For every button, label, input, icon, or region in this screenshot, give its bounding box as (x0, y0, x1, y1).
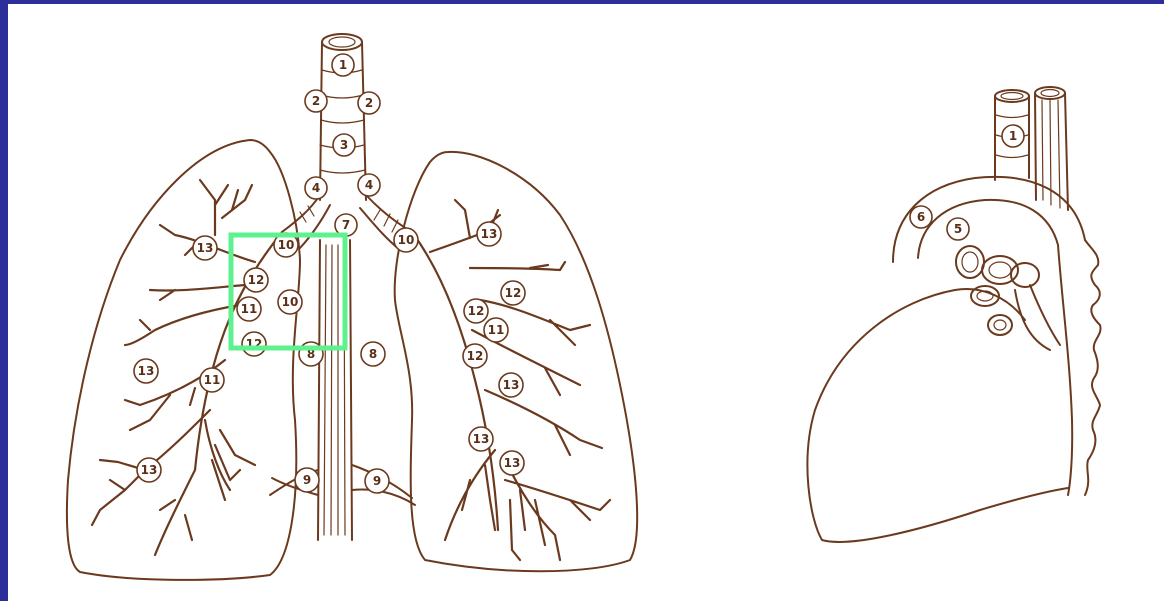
svg-text:10: 10 (398, 233, 415, 247)
svg-text:13: 13 (503, 378, 520, 392)
node-station-4-right: 4 (305, 177, 327, 199)
node-station-11-right: 11 (237, 297, 261, 321)
svg-text:6: 6 (917, 210, 925, 224)
svg-text:8: 8 (369, 347, 377, 361)
lateral-node-station-6: 6 (910, 206, 932, 228)
svg-text:1: 1 (339, 58, 347, 72)
lateral-node-station-1: 1 (1002, 125, 1024, 147)
node-station-3: 3 (333, 134, 355, 156)
svg-text:11: 11 (488, 323, 505, 337)
node-station-8-left: 8 (361, 342, 385, 366)
node-station-12-left-lower: 12 (463, 344, 487, 368)
node-station-13-left-lower: 13 (469, 427, 493, 451)
svg-text:11: 11 (241, 302, 258, 316)
svg-text:13: 13 (473, 432, 490, 446)
node-station-11-right-lower: 11 (200, 368, 224, 392)
node-station-13-left-basal: 13 (500, 451, 524, 475)
svg-text:12: 12 (505, 286, 522, 300)
svg-text:13: 13 (197, 241, 214, 255)
svg-text:4: 4 (312, 181, 320, 195)
svg-text:9: 9 (373, 474, 381, 488)
svg-text:12: 12 (248, 273, 265, 287)
svg-text:7: 7 (342, 218, 350, 232)
svg-text:5: 5 (954, 222, 962, 236)
lateral-node-station-5: 5 (947, 218, 969, 240)
node-station-13-right-upper: 13 (193, 236, 217, 260)
descending-aorta (1085, 240, 1101, 495)
lateral-lung-outline (807, 289, 1068, 542)
right-lung-outline (67, 140, 300, 580)
svg-text:13: 13 (481, 227, 498, 241)
svg-text:2: 2 (312, 94, 320, 108)
svg-text:12: 12 (468, 304, 485, 318)
node-station-9-right: 9 (295, 468, 319, 492)
svg-text:10: 10 (282, 295, 299, 309)
node-station-13-right-middle: 13 (134, 359, 158, 383)
pulmonary-hilum (956, 246, 1060, 350)
svg-text:3: 3 (340, 138, 348, 152)
lateral-node-markers: 1 6 5 (910, 125, 1024, 240)
node-station-13-right-lower: 13 (137, 458, 161, 482)
svg-text:1: 1 (1009, 129, 1017, 143)
node-station-2-right: 2 (305, 90, 327, 112)
node-station-13-left-middle: 13 (499, 373, 523, 397)
node-station-12-right-upper: 12 (244, 268, 268, 292)
lateral-view: 1 6 5 (807, 87, 1100, 542)
svg-text:13: 13 (141, 463, 158, 477)
node-station-2-left: 2 (358, 92, 380, 114)
frontal-view: 1 2 2 3 4 4 7 10 10 10 12 11 12 13 13 11… (67, 34, 637, 580)
node-station-12-right-lower: 12 (242, 332, 266, 356)
svg-text:2: 2 (365, 96, 373, 110)
node-station-11-left: 11 (484, 318, 508, 342)
svg-text:9: 9 (303, 473, 311, 487)
node-station-9-left: 9 (365, 469, 389, 493)
svg-text:4: 4 (365, 178, 373, 192)
svg-text:10: 10 (278, 238, 295, 252)
svg-text:12: 12 (467, 349, 484, 363)
svg-text:13: 13 (138, 364, 155, 378)
node-station-4-left: 4 (358, 174, 380, 196)
svg-text:13: 13 (504, 456, 521, 470)
svg-text:11: 11 (204, 373, 221, 387)
node-station-1: 1 (332, 54, 354, 76)
node-station-13-left-upper: 13 (477, 222, 501, 246)
node-station-10-right-lower: 10 (278, 290, 302, 314)
node-station-12-left-middle: 12 (464, 299, 488, 323)
node-station-12-left-upper: 12 (501, 281, 525, 305)
node-station-10-left: 10 (394, 228, 418, 252)
